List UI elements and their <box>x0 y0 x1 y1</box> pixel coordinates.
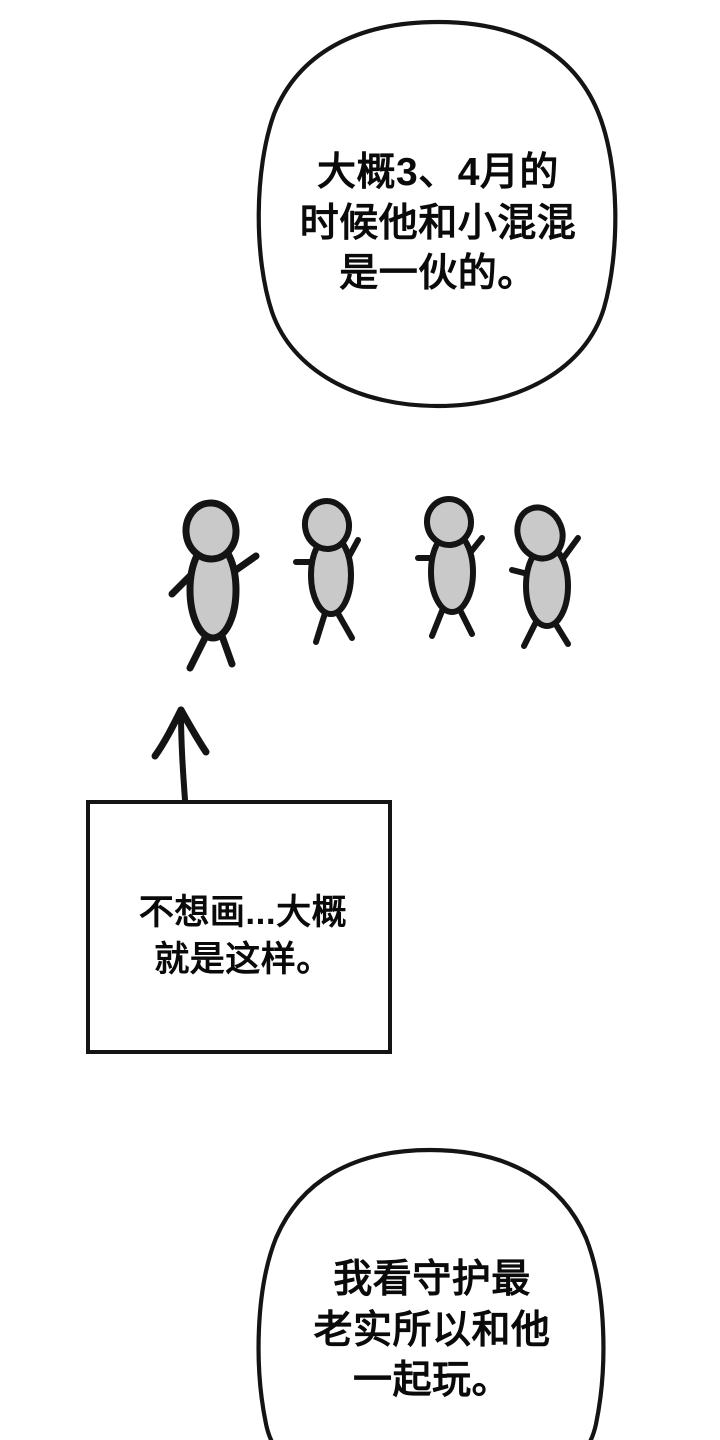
stick-figure-3 <box>415 496 485 639</box>
speech-bubble-one-text: 大概3、4月的 时候他和小混混 是一伙的。 <box>299 151 577 296</box>
speech-bubble-two-text: 我看守护最 老实所以和他 一起玩。 <box>313 1258 551 1403</box>
stick-figure-2 <box>293 498 361 645</box>
narration-box: 不想画...大概 就是这样。 <box>86 800 392 1054</box>
narration-box-text: 不想画...大概 就是这样。 <box>138 893 348 979</box>
stick-figure-1 <box>168 499 260 672</box>
arrow-up-icon <box>151 706 210 803</box>
stick-figure-4 <box>509 504 581 649</box>
